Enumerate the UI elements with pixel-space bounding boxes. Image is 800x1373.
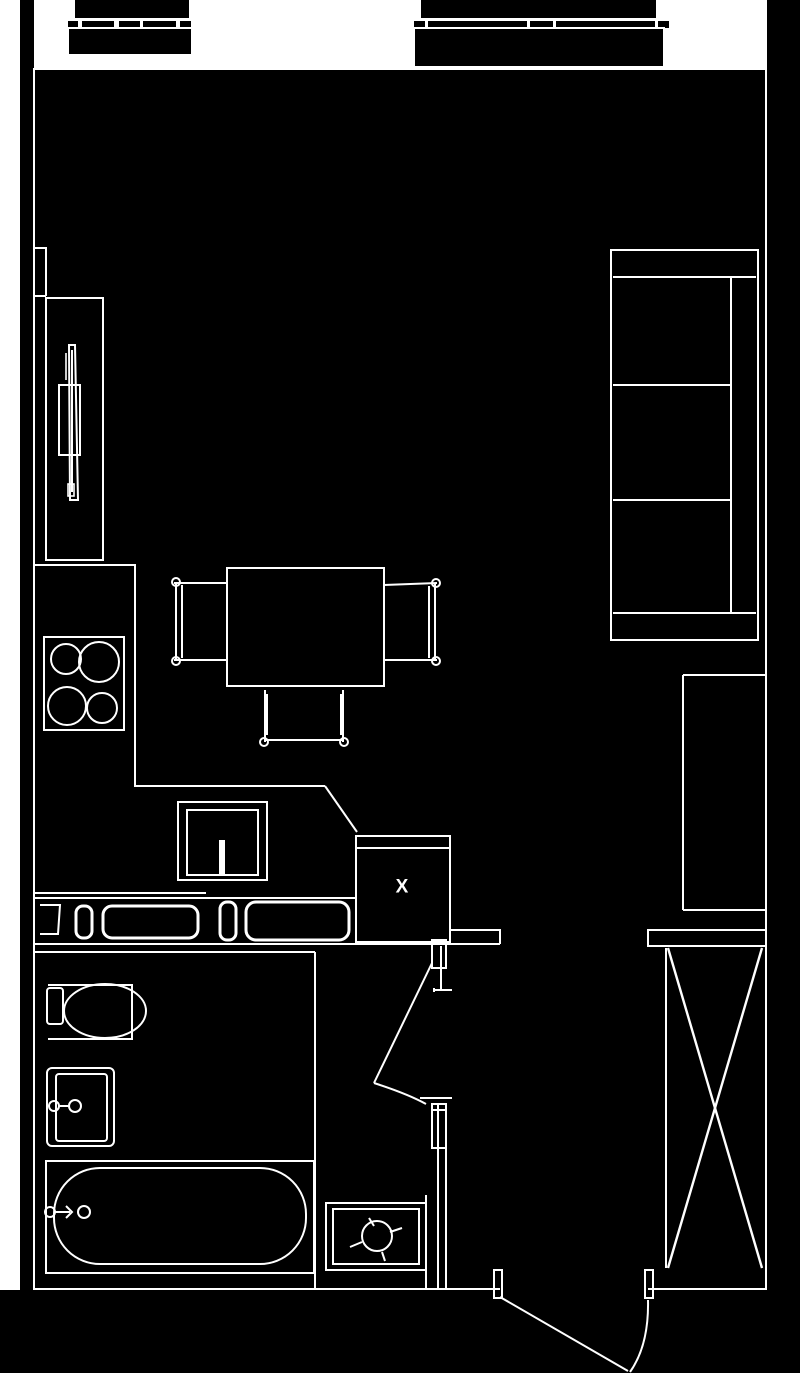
cooktop-four-burner — [43, 636, 125, 731]
window-left — [67, 0, 193, 56]
upright-piano — [45, 297, 104, 561]
bed — [610, 249, 759, 641]
wardrobe-shelving — [682, 674, 766, 911]
counter-corner — [40, 904, 62, 935]
bathtub — [44, 1160, 315, 1274]
washbasin — [46, 1067, 115, 1147]
exterior-wall-outline — [33, 68, 767, 1290]
chair-left — [171, 577, 227, 666]
hall-partition — [420, 1097, 452, 1289]
window-right — [413, 0, 669, 68]
entry-door — [493, 1269, 654, 1373]
kitchen-sink — [74, 900, 351, 942]
closet-x-label: X — [396, 877, 409, 898]
angled-wall — [324, 785, 358, 833]
chair-right — [383, 578, 441, 666]
dining-table — [226, 567, 385, 687]
toilet — [46, 983, 147, 1040]
kitchen-counter — [34, 892, 500, 945]
balcony-opening — [647, 929, 767, 1269]
chair-bottom — [259, 690, 349, 747]
closet-x: X — [355, 835, 451, 943]
wall-jogs — [34, 247, 325, 787]
dishwasher-cabinet — [177, 801, 268, 881]
